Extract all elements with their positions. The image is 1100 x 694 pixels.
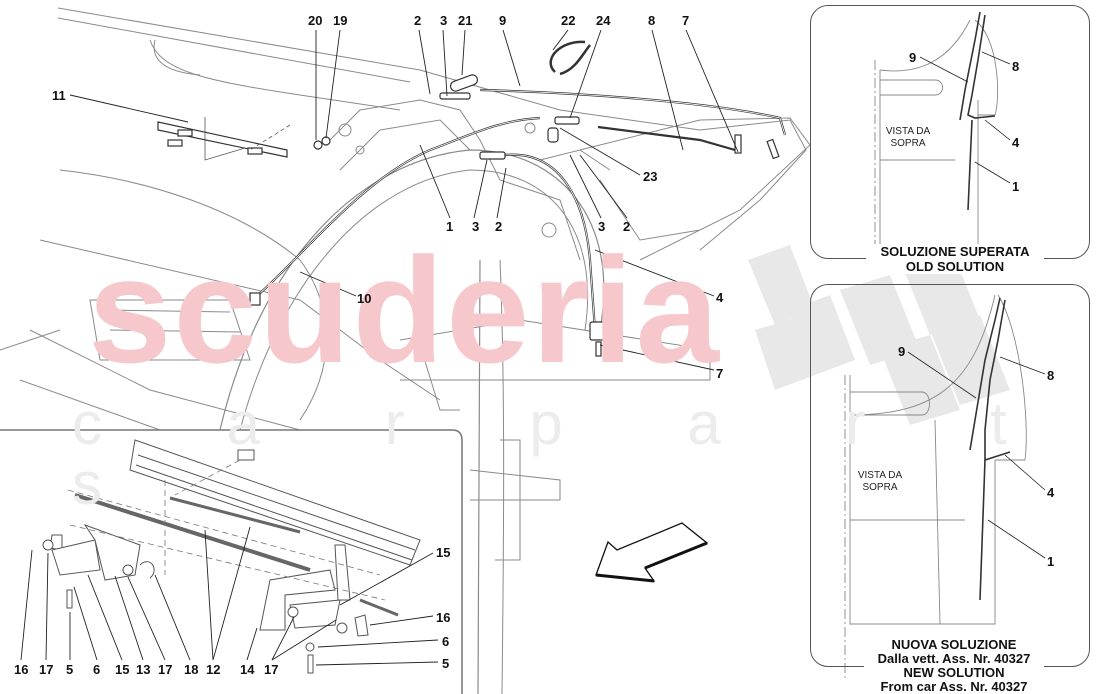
callout-8[interactable]: 8 (648, 13, 656, 28)
callout-14[interactable]: 14 (240, 662, 255, 677)
new-subtitle-it: Dalla vett. Ass. Nr. 40327 (877, 651, 1031, 666)
callout-7[interactable]: 7 (682, 13, 690, 28)
callout-24[interactable]: 24 (596, 13, 611, 28)
callout-9[interactable]: 9 (499, 13, 507, 28)
old-callout-4[interactable]: 4 (1012, 135, 1020, 150)
callout-19[interactable]: 19 (333, 13, 348, 28)
new-title-it: NUOVA SOLUZIONE (891, 637, 1017, 652)
callout-12[interactable]: 12 (206, 662, 221, 677)
callout-1[interactable]: 1 (446, 219, 454, 234)
callout-15[interactable]: 15 (115, 662, 130, 677)
new-title-en: NEW SOLUTION (903, 665, 1005, 680)
watermark-car-parts: c a r p a r t s (72, 390, 1061, 517)
callout-16[interactable]: 16 (436, 610, 451, 625)
callout-3[interactable]: 3 (472, 219, 480, 234)
new-callout-1[interactable]: 1 (1047, 554, 1055, 569)
callout-16[interactable]: 16 (14, 662, 29, 677)
callout-22[interactable]: 22 (561, 13, 576, 28)
new-callout-9[interactable]: 9 (898, 344, 906, 359)
callout-2[interactable]: 2 (414, 13, 422, 28)
callout-21[interactable]: 21 (458, 13, 473, 28)
callout-13[interactable]: 13 (136, 662, 151, 677)
new-solution-caption: NUOVA SOLUZIONE Dalla vett. Ass. Nr. 403… (864, 638, 1044, 694)
new-callout-8[interactable]: 8 (1047, 368, 1055, 383)
callout-15[interactable]: 15 (436, 545, 451, 560)
old-title-en: OLD SOLUTION (905, 259, 1005, 274)
callout-20[interactable]: 20 (308, 13, 323, 28)
inset-old-solution (810, 5, 1090, 259)
watermark-scuderia: scuderia (88, 226, 721, 394)
callout-18[interactable]: 18 (184, 662, 199, 677)
callout-2[interactable]: 2 (623, 219, 631, 234)
old-callout-9[interactable]: 9 (909, 50, 917, 65)
old-title-it: SOLUZIONE SUPERATA (880, 244, 1030, 259)
callout-17[interactable]: 17 (39, 662, 54, 677)
callout-11[interactable]: 11 (52, 88, 66, 103)
callout-5[interactable]: 5 (442, 656, 450, 671)
new-subtitle-en: From car Ass. Nr. 40327 (880, 679, 1028, 694)
callout-10[interactable]: 10 (357, 291, 372, 306)
callout-4[interactable]: 4 (716, 290, 724, 305)
callout-17[interactable]: 17 (158, 662, 173, 677)
callout-23[interactable]: 23 (643, 169, 658, 184)
callout-3[interactable]: 3 (440, 13, 448, 28)
old-solution-caption: SOLUZIONE SUPERATA OLD SOLUTION (866, 244, 1044, 274)
forward-direction-arrow (595, 522, 709, 583)
callout-7[interactable]: 7 (716, 366, 724, 381)
new-view-note: VISTA DA SOPRA (857, 470, 903, 493)
callout-17[interactable]: 17 (264, 662, 279, 677)
callout-6[interactable]: 6 (442, 634, 450, 649)
callout-3[interactable]: 3 (598, 219, 606, 234)
old-callout-1[interactable]: 1 (1012, 179, 1020, 194)
old-view-note: VISTA DA SOPRA (885, 126, 931, 149)
callout-6[interactable]: 6 (93, 662, 101, 677)
callout-2[interactable]: 2 (495, 219, 503, 234)
new-callout-4[interactable]: 4 (1047, 485, 1055, 500)
detail-frame (0, 430, 461, 694)
old-callout-8[interactable]: 8 (1012, 59, 1020, 74)
callout-5[interactable]: 5 (66, 662, 74, 677)
